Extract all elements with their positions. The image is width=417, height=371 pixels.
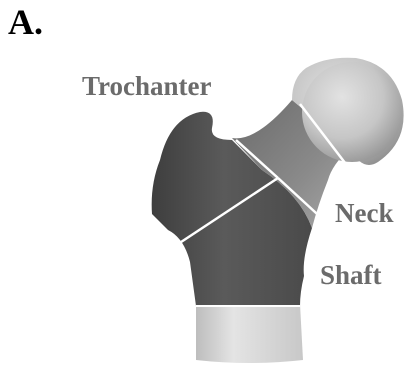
shaft-base-section <box>196 304 303 363</box>
neck-label: Neck <box>335 200 393 227</box>
femur-head-dome <box>302 62 402 162</box>
trochanter-label: Trochanter <box>82 73 211 100</box>
shaft-label: Shaft <box>320 262 382 289</box>
